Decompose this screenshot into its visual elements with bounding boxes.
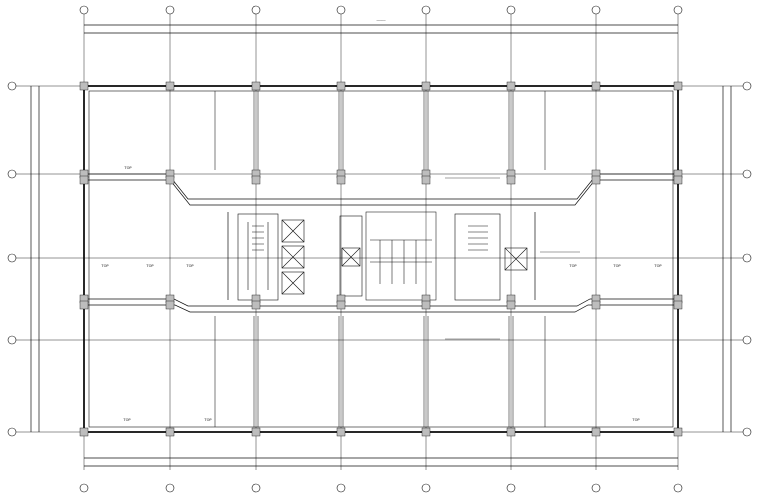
- grid-bubble-right-4: [742, 427, 752, 437]
- structural-columns: [79, 81, 683, 437]
- wall-inner-lines: [88, 90, 674, 428]
- grid-bubble-bottom-7: [673, 483, 683, 493]
- grid-bubble-bottom-6: [591, 483, 601, 493]
- grid-bubble-left-3: [7, 335, 17, 345]
- dimension-lines: [30, 24, 732, 467]
- column-2-5: [251, 427, 261, 437]
- column-7-4: [673, 300, 683, 310]
- elevators-mid: [339, 215, 363, 297]
- restrooms: [365, 211, 437, 301]
- column-2-2: [251, 175, 261, 185]
- column-0-5: [79, 427, 89, 437]
- grid-bubble-right-2: [742, 253, 752, 263]
- grid-bubble-top-5: [506, 5, 516, 15]
- grid-bubble-top-4: [421, 5, 431, 15]
- column-0-0: [79, 81, 89, 91]
- column-5-2: [506, 175, 516, 185]
- unit-labels: TOP TOP TOP TOP TOP TOP TOP TOP TOP TOP: [100, 166, 662, 422]
- unit-top-label: TOP: [568, 264, 577, 268]
- column-1-5: [165, 427, 175, 437]
- annotations: [445, 177, 580, 340]
- grid-bubble-left-0: [7, 81, 17, 91]
- unit-top-label: TOP: [185, 264, 194, 268]
- grid-bubble-right-0: [742, 81, 752, 91]
- column-5-4: [506, 300, 516, 310]
- column-4-2: [421, 175, 431, 185]
- dimension-text: ─────: [375, 19, 385, 23]
- column-7-0: [673, 81, 683, 91]
- corridors: [84, 173, 678, 313]
- unit-top-label: TOP: [653, 264, 662, 268]
- column-6-0: [591, 81, 601, 91]
- stair-right: [454, 213, 528, 301]
- column-3-2: [336, 175, 346, 185]
- column-5-0: [506, 81, 516, 91]
- grid-bubble-left-2: [7, 253, 17, 263]
- column-1-0: [165, 81, 175, 91]
- office-partitions: [214, 91, 546, 427]
- column-7-2: [673, 175, 683, 185]
- grid-bubble-bottom-4: [421, 483, 431, 493]
- column-4-0: [421, 81, 431, 91]
- grid-bubble-right-3: [742, 335, 752, 345]
- grid-bubble-bottom-1: [165, 483, 175, 493]
- column-6-2: [591, 175, 601, 185]
- unit-top-label: TOP: [122, 418, 131, 422]
- exterior-walls: [83, 85, 679, 433]
- column-3-0: [336, 81, 346, 91]
- column-1-2: [165, 175, 175, 185]
- grid-bubble-top-3: [336, 5, 346, 15]
- unit-top-label: TOP: [123, 166, 132, 170]
- grid-bubble-top-0: [79, 5, 89, 15]
- column-3-4: [336, 300, 346, 310]
- elevators-left: [281, 219, 305, 295]
- unit-top-label: TOP: [145, 264, 154, 268]
- column-4-4: [421, 300, 431, 310]
- grid-bubble-bottom-5: [506, 483, 516, 493]
- column-2-4: [251, 300, 261, 310]
- grid-bubble-left-4: [7, 427, 17, 437]
- column-6-4: [591, 300, 601, 310]
- unit-top-label: TOP: [612, 264, 621, 268]
- column-2-0: [251, 81, 261, 91]
- column-3-5: [336, 427, 346, 437]
- grid-bubble-top-2: [251, 5, 261, 15]
- column-0-4: [79, 300, 89, 310]
- column-1-4: [165, 300, 175, 310]
- grid-bubble-bottom-0: [79, 483, 89, 493]
- grid-bubble-top-6: [591, 5, 601, 15]
- column-0-2: [79, 175, 89, 185]
- grid-bubble-bottom-2: [251, 483, 261, 493]
- column-7-5: [673, 427, 683, 437]
- column-4-5: [421, 427, 431, 437]
- unit-top-label: TOP: [631, 418, 640, 422]
- grid-bubble-top-7: [673, 5, 683, 15]
- grid-bubbles: [7, 5, 752, 493]
- grid-bubble-left-1: [7, 169, 17, 179]
- unit-top-label: TOP: [100, 264, 109, 268]
- unit-top-label: TOP: [203, 418, 212, 422]
- column-6-5: [591, 427, 601, 437]
- grid-bubble-top-1: [165, 5, 175, 15]
- grid-bubble-right-1: [742, 169, 752, 179]
- grid-bubble-bottom-3: [336, 483, 346, 493]
- column-5-5: [506, 427, 516, 437]
- svg-text:─────: ─────: [375, 19, 385, 23]
